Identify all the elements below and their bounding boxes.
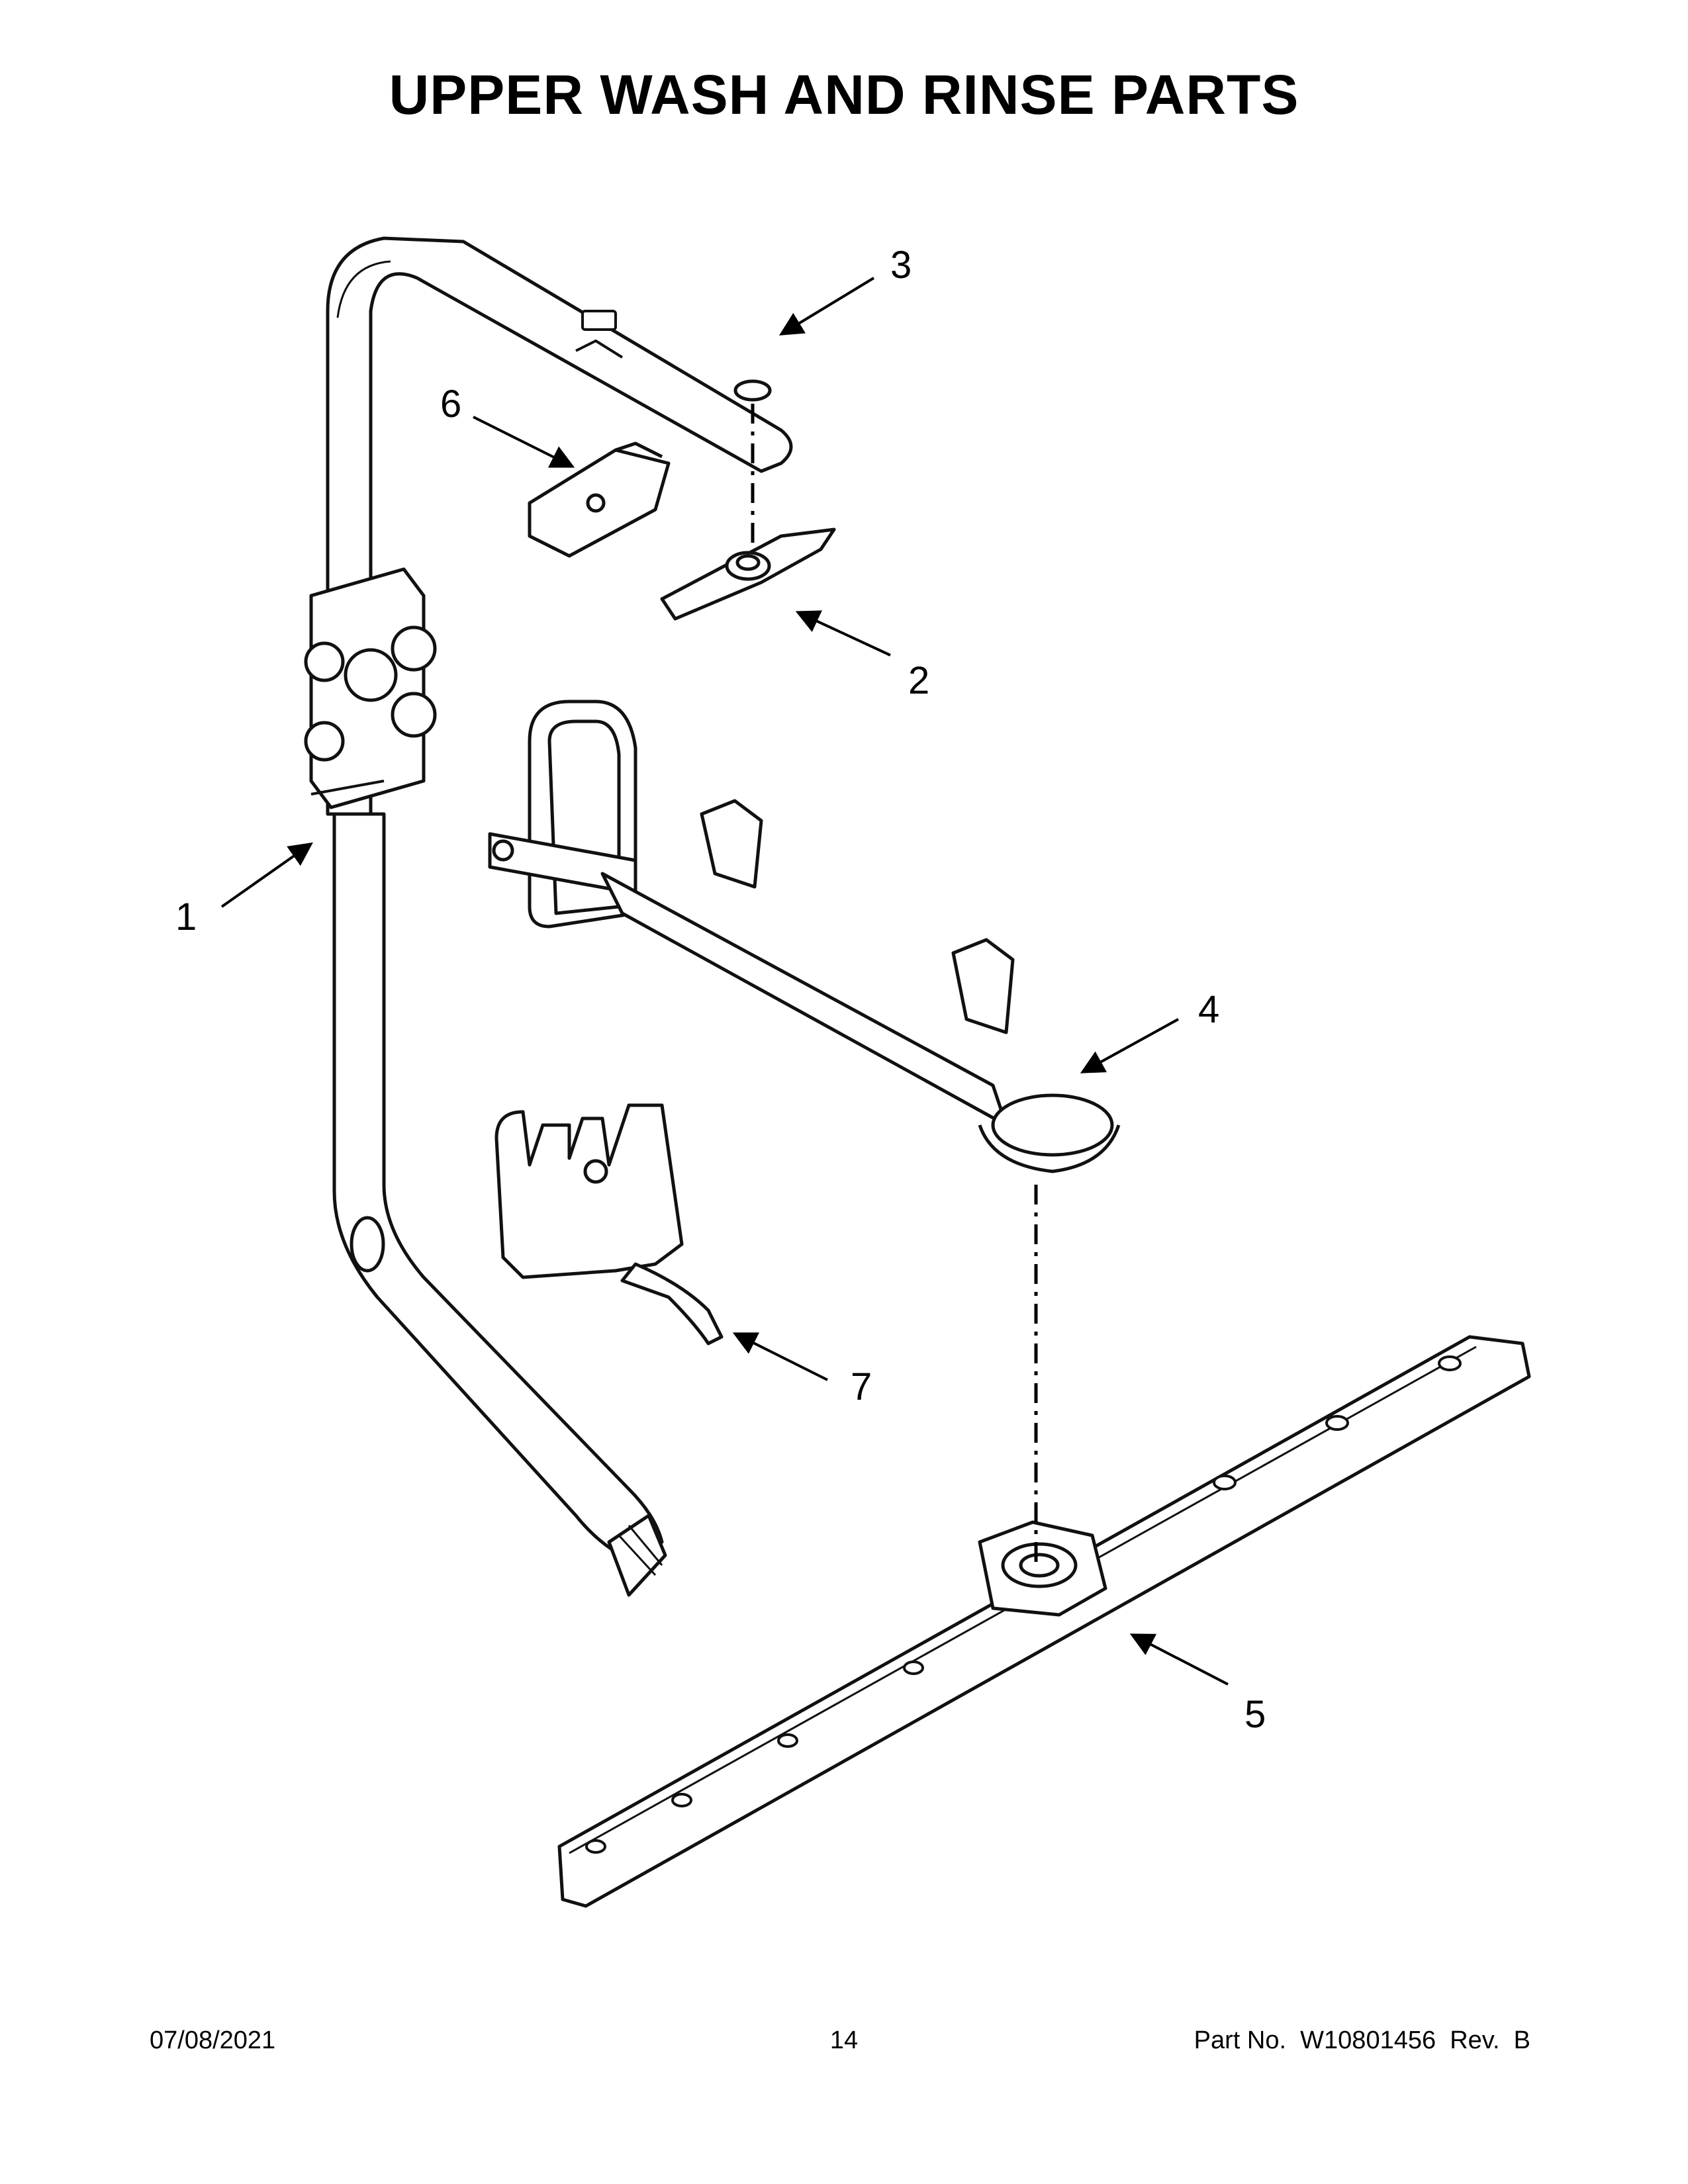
- callout-6: 6: [440, 383, 461, 426]
- callout-arrows: [220, 277, 1229, 1686]
- page-title: UPPER WASH AND RINSE PARTS: [389, 64, 1299, 126]
- part-4-spray-manifold: [488, 700, 1121, 1173]
- callout-4: 4: [1198, 988, 1219, 1031]
- callout-labels: 1 2 3 4 5 6 7: [175, 244, 1266, 1736]
- alignment-lines: [751, 404, 1038, 1562]
- part-6-bracket: [528, 441, 671, 558]
- callout-7: 7: [851, 1365, 872, 1408]
- callout-2: 2: [908, 659, 929, 702]
- part-1-supply-tube: [304, 236, 793, 1597]
- footer-page-number: 14: [829, 2026, 859, 2054]
- callout-3: 3: [890, 244, 912, 287]
- part-3-cap: [733, 379, 772, 402]
- footer-part-number: Part No. W10801456 Rev. B: [1194, 2026, 1530, 2054]
- callout-5: 5: [1244, 1693, 1266, 1736]
- part-7-feed-tube: [494, 1103, 724, 1345]
- part-2-mount-plate: [660, 527, 836, 621]
- part-5-spray-arm: [557, 1335, 1531, 1908]
- callout-1: 1: [175, 895, 197, 938]
- footer-date: 07/08/2021: [150, 2026, 276, 2054]
